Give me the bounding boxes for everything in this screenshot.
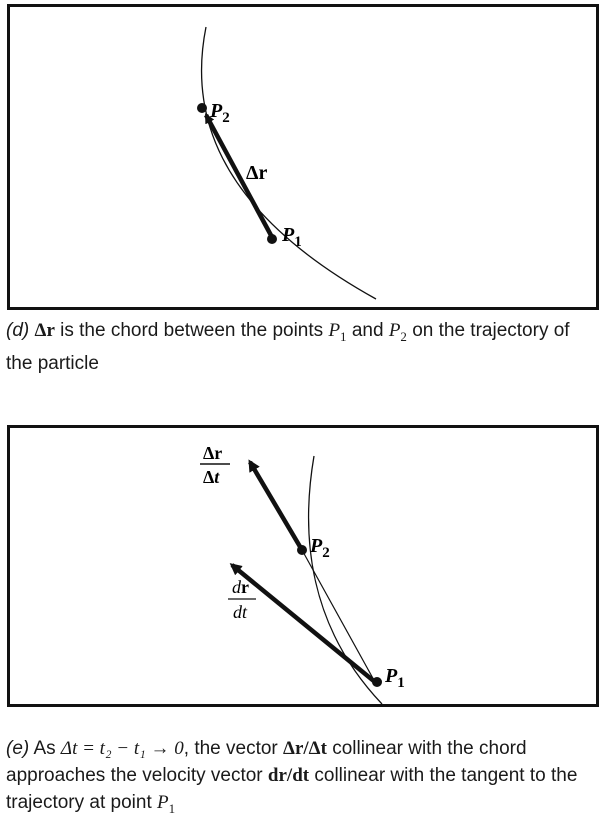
- point-p2-dot-e: [297, 545, 307, 555]
- svg-text:dr: dr: [232, 577, 249, 597]
- caption-d-p1: P1: [328, 320, 347, 344]
- svg-text:dt: dt: [233, 602, 248, 622]
- caption-d-text-1: is the chord between the points: [54, 320, 329, 341]
- caption-e-text-4: collinear with the tangent to the trajec…: [6, 765, 578, 813]
- panel-e-svg: Δr Δt dr dt P2 P1: [200, 443, 405, 704]
- trajectory-curve: [200, 26, 377, 300]
- caption-e-equation: Δt = t₂ − t₁ → 0: [60, 738, 184, 759]
- caption-e-derivative: dr/dt: [267, 765, 310, 786]
- point-p2-dot: [197, 103, 207, 113]
- p1-label: P1: [281, 224, 302, 250]
- point-p1-dot-e: [372, 677, 382, 687]
- caption-d: (d) Δr is the chord between the points P…: [6, 317, 596, 377]
- caption-d-delta-r: Δr: [34, 320, 55, 341]
- caption-e-ratio: Δr/Δt: [283, 738, 327, 759]
- avg-velocity-label: Δr Δt: [200, 443, 230, 487]
- panel-d-figure: P2 Δr P1: [7, 4, 599, 310]
- trajectory-curve-e: [307, 455, 383, 704]
- chord-line: [301, 549, 376, 683]
- panel-e-figure: Δr Δt dr dt P2 P1: [7, 425, 599, 707]
- inst-velocity-label: dr dt: [228, 577, 256, 622]
- svg-text:Δt: Δt: [203, 467, 220, 487]
- panel-d-svg: P2 Δr P1: [197, 26, 377, 300]
- delta-r-label: Δr: [246, 162, 268, 184]
- svg-text:Δr: Δr: [203, 443, 222, 463]
- caption-e: (e) As Δt = t₂ − t₁ → 0, the vector Δr/Δ…: [6, 735, 596, 822]
- caption-e-p1: P1: [157, 792, 176, 816]
- inst-velocity-arrow: [229, 563, 377, 684]
- caption-d-text-2: and: [346, 320, 389, 341]
- p2-label: P2: [209, 100, 230, 126]
- point-p1-dot: [267, 234, 277, 244]
- caption-e-text-3: collinear with the chord approaches the …: [6, 738, 527, 786]
- caption-d-text-3: on the trajectory of the particle: [6, 320, 570, 374]
- p1-label-e: P1: [384, 665, 405, 691]
- caption-d-label: (d): [6, 320, 30, 341]
- delta-r-arrow: [204, 113, 275, 241]
- p2-label-e: P2: [309, 535, 330, 561]
- caption-e-text-1: As: [29, 738, 61, 759]
- caption-e-label: (e): [6, 738, 30, 759]
- avg-velocity-arrow: [248, 459, 304, 552]
- caption-d-p2: P2: [388, 320, 407, 344]
- caption-e-text-2: , the vector: [183, 738, 284, 759]
